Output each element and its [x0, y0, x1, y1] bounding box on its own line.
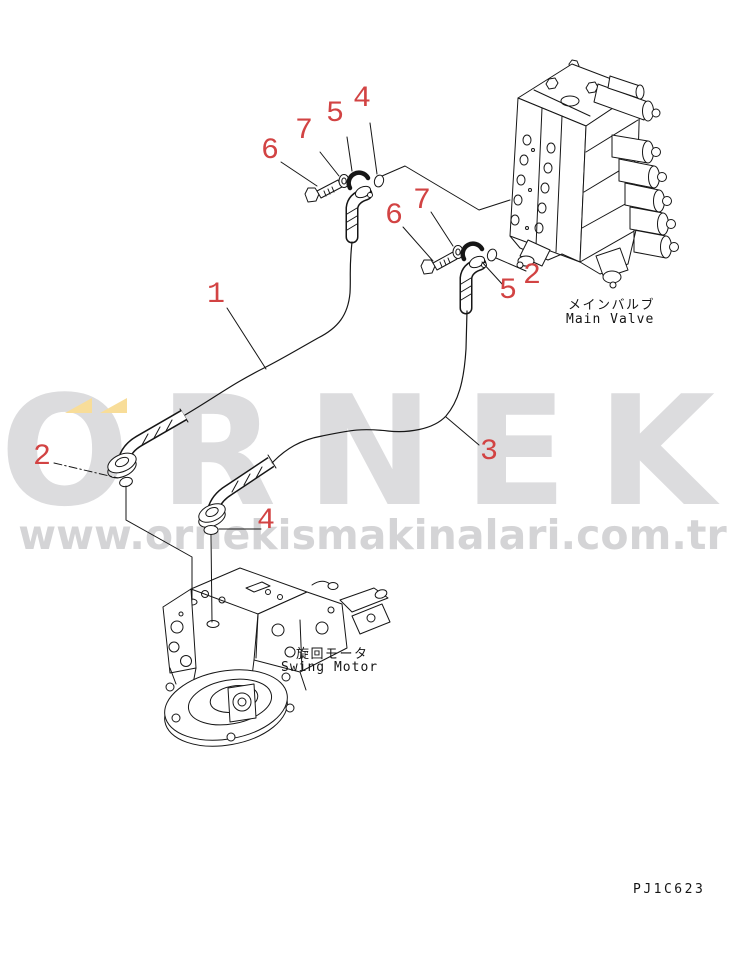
- main-valve-drawing: [509, 59, 679, 289]
- swing-motor-label-en: Swing Motor: [281, 660, 379, 675]
- fitting-group-top: [304, 170, 385, 244]
- callout-4-top: 4: [352, 82, 372, 116]
- callout-2-left: 2: [32, 440, 52, 474]
- umlaut-accent-left-icon: [65, 398, 92, 413]
- callout-7-top: 7: [294, 114, 314, 148]
- watermark-brand-rest: RNEK: [159, 363, 745, 540]
- callout-3: 3: [479, 435, 499, 469]
- connection-lines: [125, 165, 511, 623]
- hose-3-drawing: [198, 310, 468, 535]
- callout-2-right: 2: [522, 259, 542, 293]
- callout-5-top: 5: [325, 97, 345, 131]
- callout-5-mid: 5: [498, 274, 518, 308]
- callout-1: 1: [206, 278, 226, 312]
- callout-4-bottom: 4: [256, 504, 276, 538]
- drawing-code: PJ1C623: [633, 882, 706, 897]
- fitting-group-middle: [420, 241, 498, 315]
- main-valve-label-en: Main Valve: [566, 312, 655, 327]
- callout-6-top: 6: [260, 134, 280, 168]
- swing-motor-drawing: [162, 567, 391, 747]
- main-valve-label-jp: メインバルブ: [568, 298, 656, 313]
- callout-6-mid: 6: [384, 199, 404, 233]
- callout-7-mid: 7: [412, 184, 432, 218]
- umlaut-accent-right-icon: [100, 398, 127, 413]
- swing-motor-label-jp: 旋回モータ: [296, 647, 369, 662]
- callout-leader-lines: [53, 122, 527, 530]
- hose-1-drawing: [107, 241, 353, 488]
- watermark-url: www.ornekismakinalari.com.tr: [18, 511, 727, 559]
